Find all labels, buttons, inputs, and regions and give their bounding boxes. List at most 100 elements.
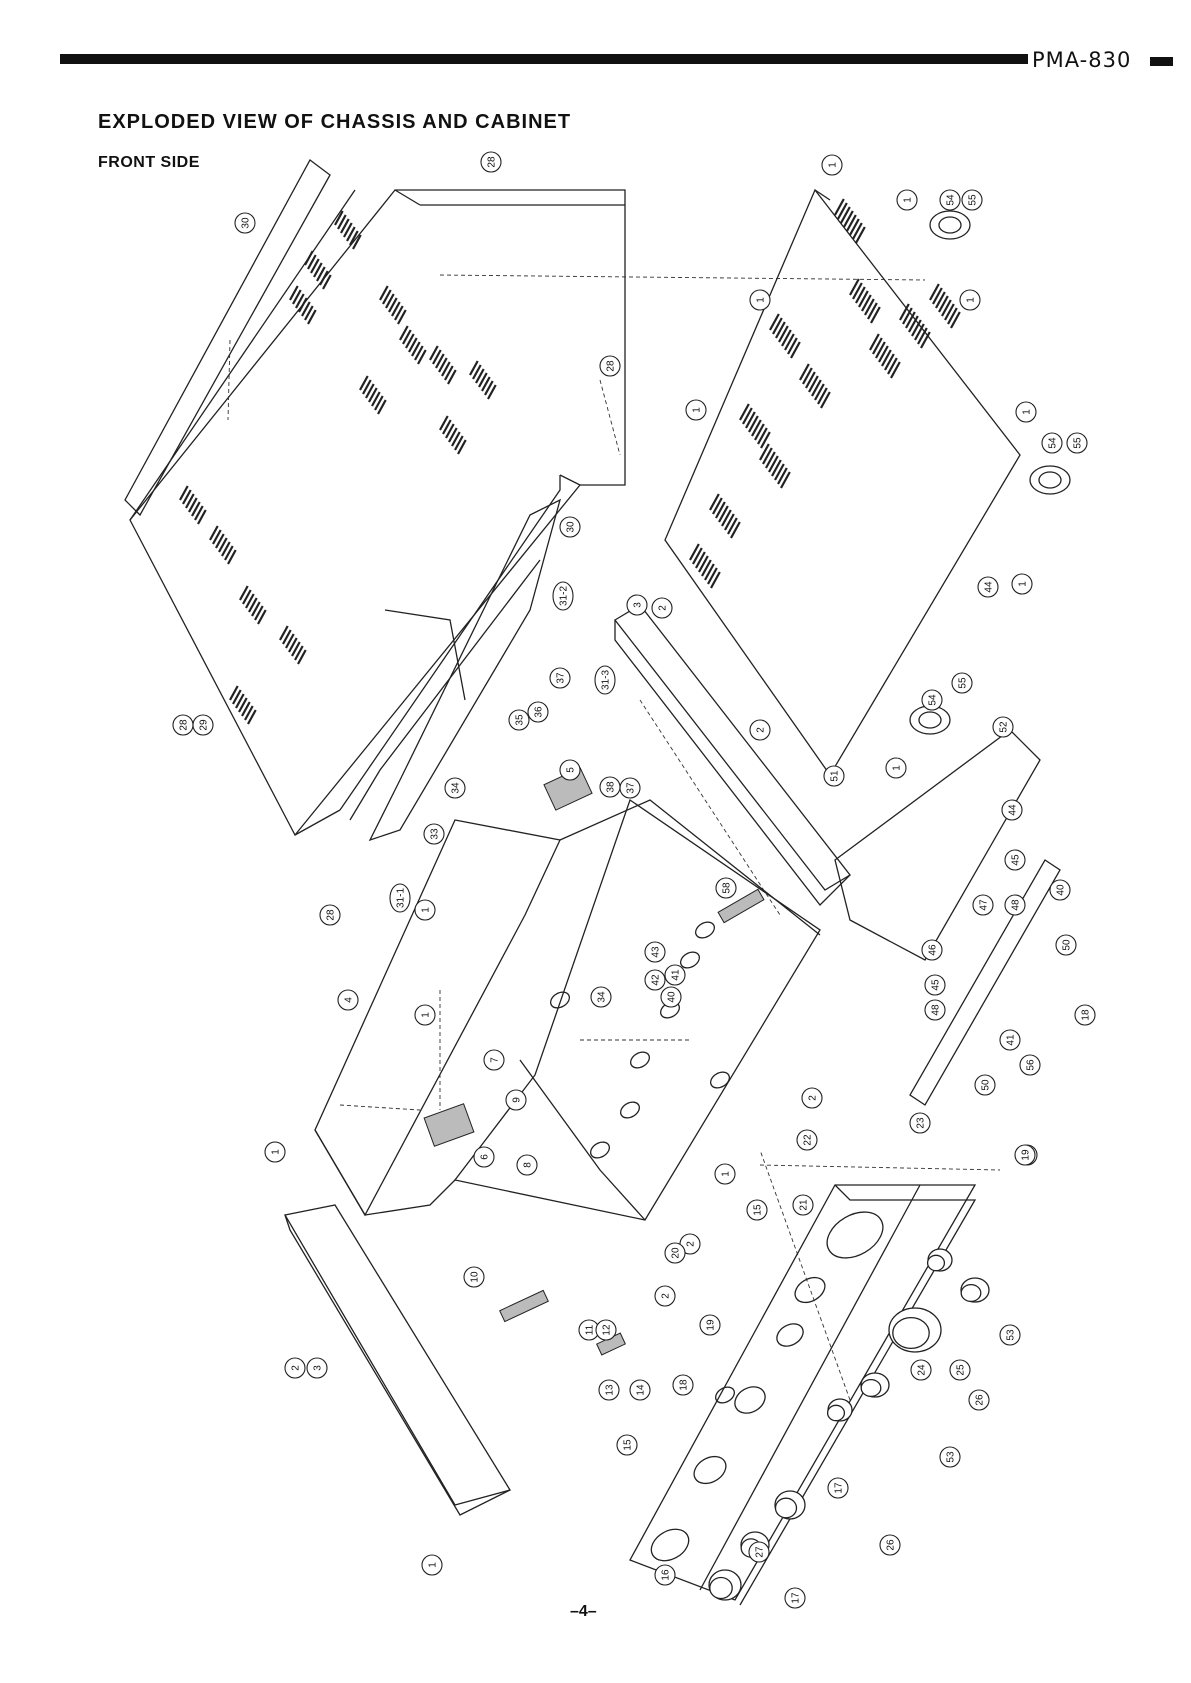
callout-label: 15 <box>753 1204 764 1216</box>
callout-26: 26 <box>879 1534 901 1556</box>
view-label: FRONT SIDE <box>98 154 200 171</box>
callout-1: 1 <box>421 1554 443 1576</box>
callout-label: 56 <box>1026 1059 1037 1071</box>
callout-18: 18 <box>672 1374 694 1396</box>
callout-40: 40 <box>1049 879 1071 901</box>
callout-28: 28 <box>480 151 502 173</box>
callout-label: 28 <box>179 719 190 731</box>
callout-label: 2 <box>808 1095 819 1101</box>
callout-19: 19 <box>1014 1144 1036 1166</box>
callout-label: 31-1 <box>396 888 407 908</box>
callout-40: 40 <box>660 986 682 1008</box>
callout-label: 8 <box>523 1162 534 1168</box>
callout-label: 3 <box>313 1365 324 1371</box>
callout-label: 31-3 <box>601 670 612 690</box>
callout-46: 46 <box>921 939 943 961</box>
callout-29: 29 <box>192 714 214 736</box>
callout-label: 17 <box>834 1482 845 1494</box>
page-title: EXPLODED VIEW OF CHASSIS AND CABINET <box>98 111 572 133</box>
callout-label: 1 <box>828 162 839 168</box>
callout-label: 37 <box>556 672 567 684</box>
callout-label: 41 <box>1006 1034 1017 1046</box>
callout-label: 51 <box>830 770 841 782</box>
callout-label: 54 <box>928 694 939 706</box>
callout-3: 3 <box>626 594 648 616</box>
callout-label: 1 <box>721 1171 732 1177</box>
callout-label: 1 <box>271 1149 282 1155</box>
callout-label: 54 <box>946 194 957 206</box>
callout-label: 34 <box>451 782 462 794</box>
callout-label: 35 <box>515 714 526 726</box>
callout-47: 47 <box>972 894 994 916</box>
callout-label: 16 <box>661 1569 672 1581</box>
callout-label: 38 <box>606 781 617 793</box>
switch-board <box>834 729 1041 961</box>
callout-55: 55 <box>1066 432 1088 454</box>
callout-55: 55 <box>961 189 983 211</box>
callout-label: 50 <box>1062 939 1073 951</box>
callout-label: 2 <box>686 1241 697 1247</box>
callout-50: 50 <box>974 1074 996 1096</box>
callout-label: 37 <box>626 782 637 794</box>
callout-label: 53 <box>946 1451 957 1463</box>
callout-label: 48 <box>1011 899 1022 911</box>
callout-label: 26 <box>886 1539 897 1551</box>
callout-label: 27 <box>755 1546 766 1558</box>
callout-41: 41 <box>664 964 686 986</box>
callout-1: 1 <box>885 757 907 779</box>
left-bracket <box>283 1204 512 1516</box>
callout-label: 19 <box>706 1319 717 1331</box>
sub-front-panel <box>349 498 562 842</box>
callout-8: 8 <box>516 1154 538 1176</box>
callout-1: 1 <box>821 154 843 176</box>
callout-36: 36 <box>527 701 549 723</box>
callout-31-3: 31-3 <box>594 665 616 695</box>
callout-14: 14 <box>629 1379 651 1401</box>
callout-54: 54 <box>939 189 961 211</box>
callout-58: 58 <box>715 877 737 899</box>
cabinet-vents <box>179 210 497 725</box>
callout-label: 40 <box>1056 884 1067 896</box>
callout-7: 7 <box>483 1049 505 1071</box>
callout-33: 33 <box>423 823 445 845</box>
callout-label: 24 <box>917 1364 928 1376</box>
callout-1: 1 <box>264 1141 286 1163</box>
callout-label: 41 <box>671 969 682 981</box>
callout-44: 44 <box>977 576 999 598</box>
chassis-holes <box>550 921 730 1159</box>
callout-label: 1 <box>966 297 977 303</box>
rear-bracket <box>614 604 851 906</box>
callout-label: 4 <box>344 997 355 1003</box>
callout-37: 37 <box>619 777 641 799</box>
callout-53: 53 <box>939 1446 961 1468</box>
callout-6: 6 <box>473 1146 495 1168</box>
callout-label: 36 <box>534 706 545 718</box>
callout-1: 1 <box>749 289 771 311</box>
callout-56: 56 <box>1019 1054 1041 1076</box>
top-cabinet <box>129 189 626 837</box>
callout-28: 28 <box>319 904 341 926</box>
callout-19: 19 <box>699 1314 721 1336</box>
model-number: PMA-830 <box>1032 48 1132 72</box>
callout-5: 5 <box>559 759 581 781</box>
header-rule-end <box>1150 57 1173 66</box>
callout-label: 44 <box>984 581 995 593</box>
callout-label: 55 <box>958 677 969 689</box>
callout-1: 1 <box>1015 401 1037 423</box>
callout-1: 1 <box>685 399 707 421</box>
callout-label: 1 <box>421 1012 432 1018</box>
callout-38: 38 <box>599 776 621 798</box>
callout-24: 24 <box>910 1359 932 1381</box>
callout-22: 22 <box>796 1129 818 1151</box>
callout-label: 45 <box>1011 854 1022 866</box>
callout-1: 1 <box>1011 573 1033 595</box>
callout-15: 15 <box>616 1434 638 1456</box>
callout-label: 53 <box>1006 1329 1017 1341</box>
callout-label: 20 <box>671 1247 682 1259</box>
callout-48: 48 <box>924 999 946 1021</box>
callout-1: 1 <box>714 1163 736 1185</box>
callout-label: 50 <box>981 1079 992 1091</box>
callout-label: 23 <box>916 1117 927 1129</box>
callout-2: 2 <box>284 1357 306 1379</box>
